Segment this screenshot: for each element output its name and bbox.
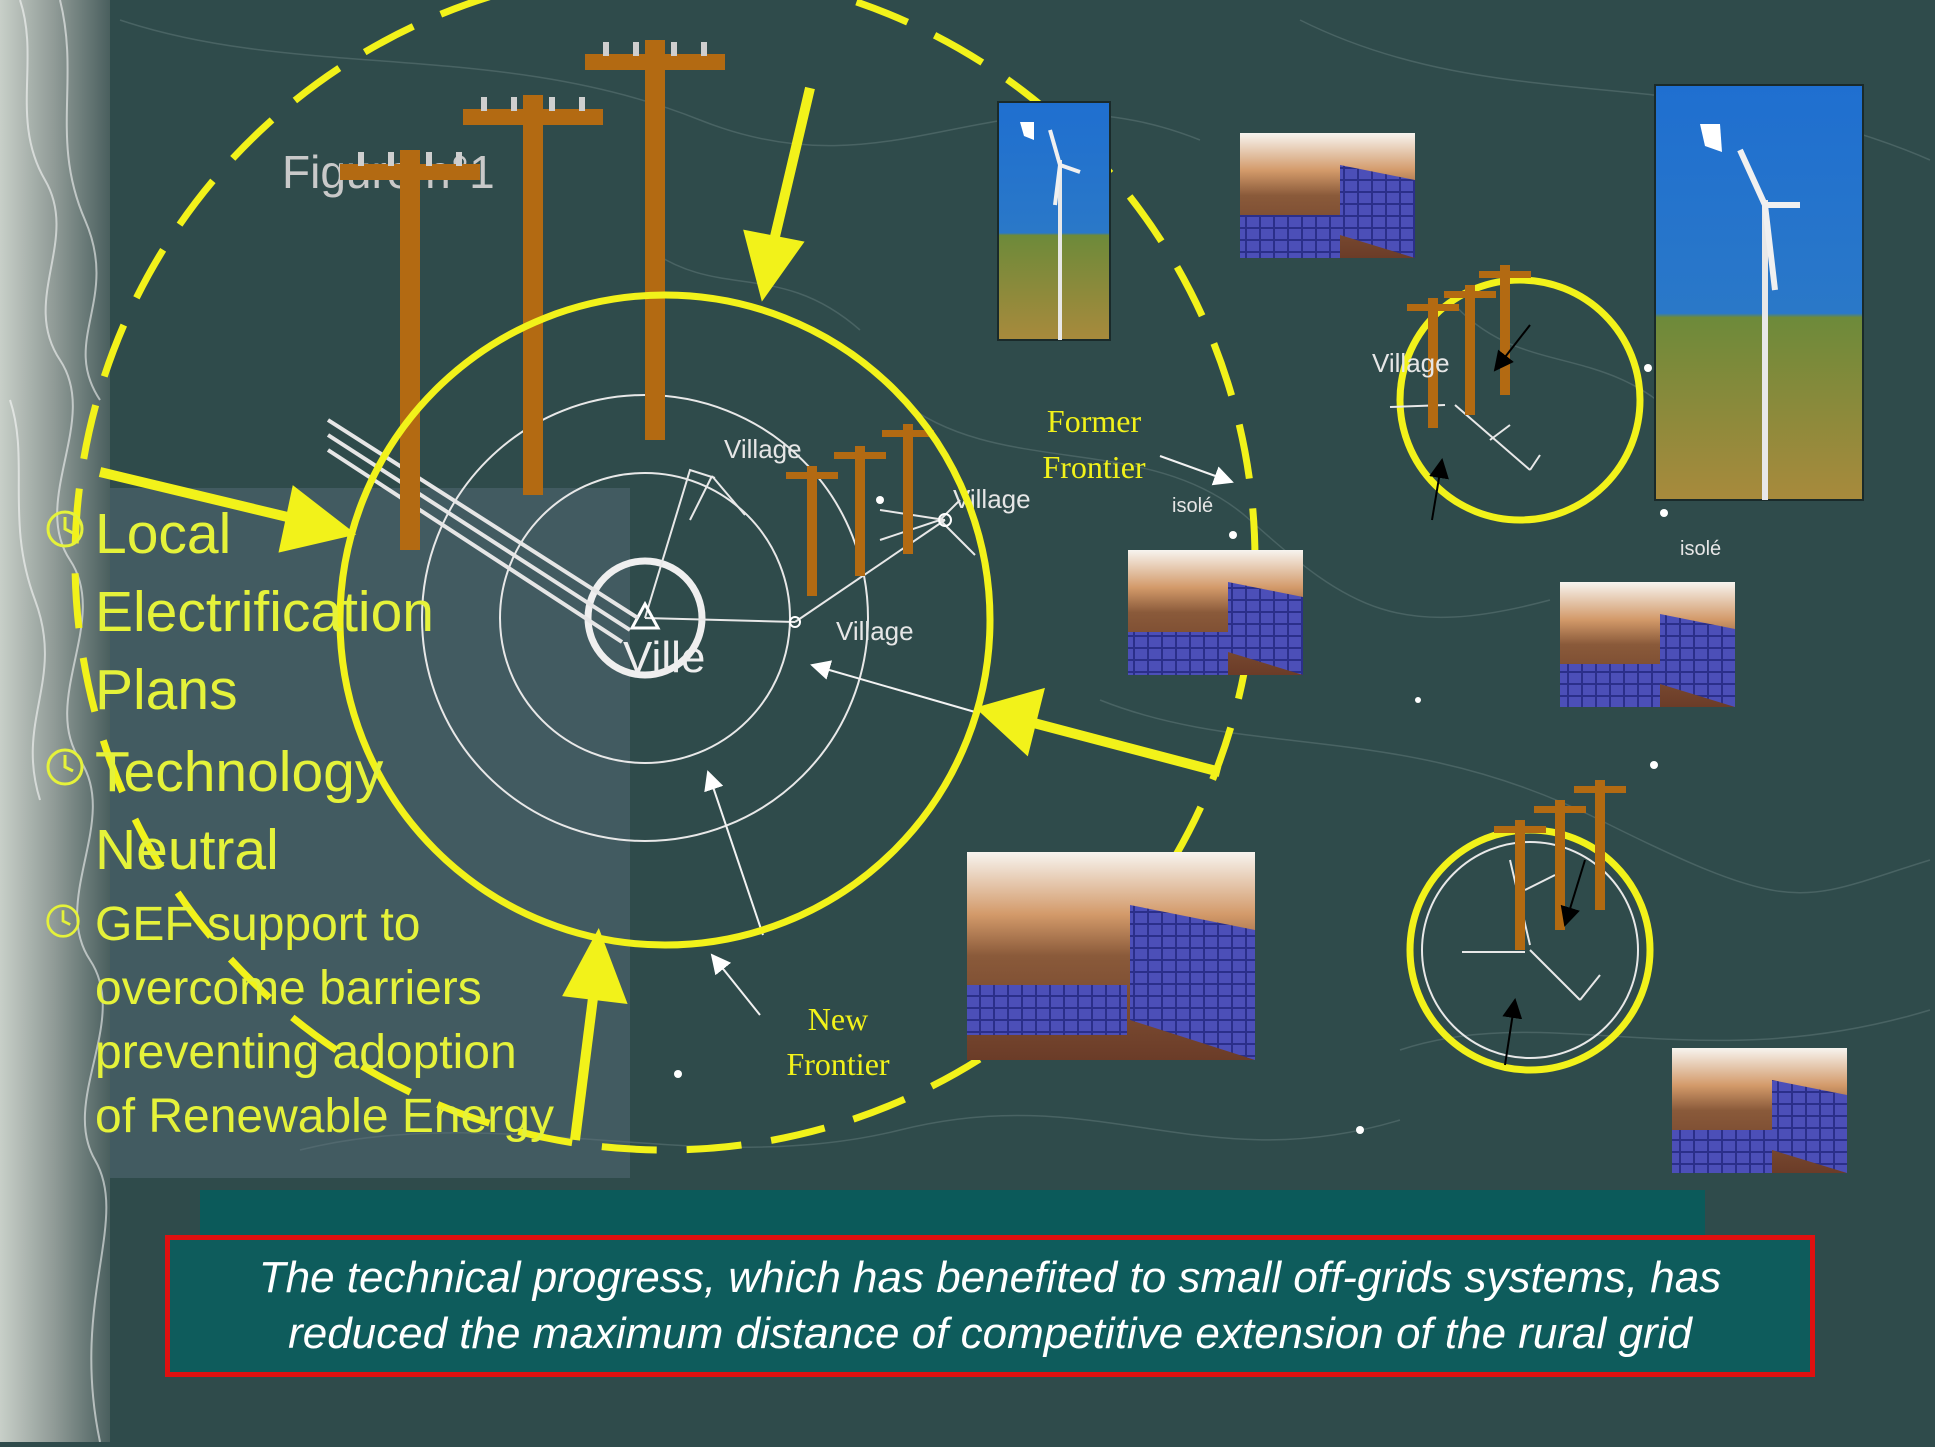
solar-house-photo <box>1672 1048 1847 1173</box>
village-white-circle-2 <box>1421 841 1639 1059</box>
frontier-arrows <box>704 455 1234 1016</box>
bullet-line: Neutral <box>95 818 279 882</box>
bullet-gef-support: GEF support to overcome barriers prevent… <box>45 893 615 1149</box>
former-frontier-label-line2: Frontier <box>1042 449 1145 485</box>
black-arrows-2 <box>1502 859 1586 1066</box>
pole-base <box>523 360 543 462</box>
solar-house-photo <box>1560 582 1735 707</box>
node-icon <box>938 513 952 527</box>
callout-line2: reduced the maximum distance of competit… <box>288 1309 1692 1358</box>
solar-house-photo <box>1128 550 1303 675</box>
bullet-line: GEF support to <box>95 898 421 951</box>
bullet-line: Technology <box>95 740 384 804</box>
new-frontier-circle <box>336 291 994 949</box>
isole-label: isolé <box>1680 538 1721 560</box>
callout-line1: The technical progress, which has benefi… <box>258 1253 1722 1302</box>
callout-text: The technical progress, which has benefi… <box>259 1250 1721 1362</box>
isolated-dots <box>674 364 1668 1134</box>
new-frontier-label-line2: Frontier <box>786 1046 889 1082</box>
clock-icon <box>46 510 84 548</box>
bullet-line: Plans <box>95 658 238 722</box>
isole-label: isolé <box>1172 495 1213 517</box>
pole-base <box>400 415 420 515</box>
black-arrows-1 <box>1429 324 1531 521</box>
node-icon <box>876 496 884 504</box>
village-label: Village <box>724 434 802 464</box>
text-panel-shade <box>110 488 630 1178</box>
bullet-local-electrification: Local Electrification Plans <box>45 495 615 729</box>
bullet-line: of Renewable Energy <box>95 1090 554 1143</box>
conclusion-callout: The technical progress, which has benefi… <box>165 1235 1815 1377</box>
bullet-line: overcome barriers <box>95 962 482 1015</box>
clock-icon <box>46 904 80 938</box>
yellow-arrows <box>98 86 1222 1141</box>
village-label: Village <box>836 616 914 646</box>
clock-icon <box>46 748 84 786</box>
bullet-line: preventing adoption <box>95 1026 517 1079</box>
village-label: Village <box>1372 348 1450 378</box>
village-network-2 <box>1462 859 1601 1001</box>
bullet-technology-neutral: Technology Neutral <box>45 733 615 889</box>
bullet-line: Local <box>95 502 232 566</box>
teal-band <box>200 1190 1705 1238</box>
bullet-line: Electrification <box>95 580 434 644</box>
ville-label: Ville <box>623 633 705 682</box>
village-circle-1 <box>1396 276 1644 524</box>
grid-network <box>421 394 976 842</box>
wind-turbine-photo <box>997 101 1111 341</box>
new-frontier-label-line1: New <box>808 1001 868 1037</box>
solar-house-photo <box>1240 133 1415 258</box>
node-icon <box>789 616 801 628</box>
solar-house-photo <box>967 852 1255 1060</box>
map-edge-lines <box>9 0 108 1443</box>
former-frontier-label-line1: Former <box>1047 403 1142 439</box>
bullet-list: Local Electrification Plans Technology N… <box>45 495 615 1149</box>
wind-turbine-photo <box>1654 84 1864 501</box>
inner-white-circle <box>499 472 791 764</box>
